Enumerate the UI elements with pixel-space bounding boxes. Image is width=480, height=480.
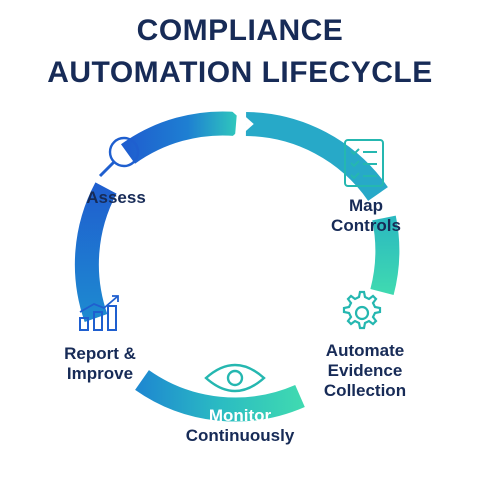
gear-icon [342, 290, 382, 330]
ring-segment-bottom [135, 370, 305, 422]
ring-segment-top-right [245, 112, 388, 202]
bar-chart-icon [79, 295, 119, 331]
ring-segment-left [74, 182, 117, 322]
eye-icon [204, 363, 266, 393]
ring-arrow-chevron [230, 106, 254, 142]
stage-label-report-improve: Report & Improve [64, 344, 136, 383]
title-line-1: COMPLIANCE [136, 14, 344, 47]
stage-label-monitor-line2: Continuously [185, 426, 295, 445]
stage-label-automate-evidence: Automate Evidence Collection [323, 341, 407, 400]
stage-label-assess: Assess [86, 188, 146, 207]
ring-segment-right [370, 215, 400, 296]
stage-label-monitor-line1: Monitor [208, 406, 272, 425]
ring-segment-top [120, 111, 237, 164]
stage-label-map-controls: Map Controls [331, 196, 401, 235]
magnifier-icon [98, 136, 140, 178]
checklist-icon [344, 139, 384, 187]
title-line-2: AUTOMATION LIFECYCLE [47, 56, 433, 89]
